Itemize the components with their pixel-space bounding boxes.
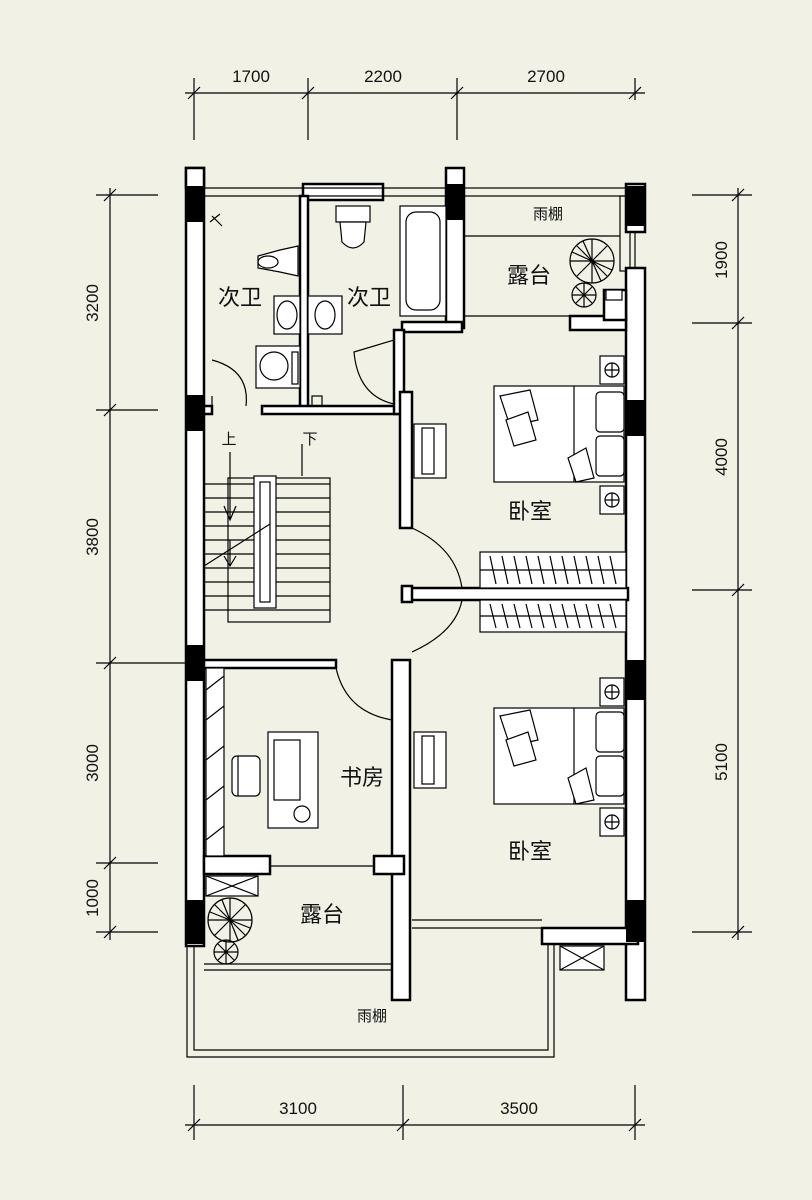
left-dimension-line xyxy=(96,188,185,940)
exterior-walls xyxy=(184,166,647,1002)
upper-bedroom-furniture xyxy=(413,355,625,515)
stair-down-label: 下 xyxy=(302,430,317,448)
wardrobe-lower xyxy=(479,599,627,633)
dim-top-3: 2700 xyxy=(527,67,565,86)
hall-door-swings xyxy=(335,527,463,721)
left-bathroom-fixtures xyxy=(209,213,301,410)
room-label-bedroom-lower: 卧室 xyxy=(508,840,552,865)
room-label-terrace-top: 露台 xyxy=(507,264,551,289)
interior-walls xyxy=(202,194,630,876)
structural-columns xyxy=(186,184,645,944)
staircase xyxy=(203,444,331,623)
room-label-canopy-bottom: 雨棚 xyxy=(357,1007,387,1025)
lower-bedroom-furniture xyxy=(413,677,625,971)
right-dimension-line xyxy=(692,188,752,940)
room-label-bath-right: 次卫 xyxy=(347,286,391,311)
dim-top-1: 1700 xyxy=(232,67,270,86)
dim-left-1: 3200 xyxy=(83,284,102,322)
dim-bottom-1: 3100 xyxy=(279,1099,317,1118)
terrace-top-plant xyxy=(464,235,623,317)
bottom-canopy-outline xyxy=(186,945,555,1058)
dim-right-3: 5100 xyxy=(712,743,731,781)
top-dimension-line xyxy=(185,78,645,140)
top-window-lines xyxy=(204,187,636,929)
top-canopy-outline xyxy=(462,187,636,272)
room-label-canopy-top: 雨棚 xyxy=(533,205,563,223)
wardrobe-upper xyxy=(479,551,627,589)
dim-bottom-2: 3500 xyxy=(500,1099,538,1118)
bottom-terrace-details xyxy=(204,875,392,971)
right-bathroom-fixtures xyxy=(307,205,447,407)
study-furniture xyxy=(205,667,374,867)
room-label-bedroom-upper: 卧室 xyxy=(508,500,552,525)
room-label-study: 书房 xyxy=(340,766,384,791)
dim-right-2: 4000 xyxy=(712,438,731,476)
room-label-terrace-bottom: 露台 xyxy=(300,903,344,928)
dim-right-1: 1900 xyxy=(712,241,731,279)
room-label-bath-left: 次卫 xyxy=(218,286,262,311)
dim-left-3: 3000 xyxy=(83,744,102,782)
dim-left-4: 1000 xyxy=(83,879,102,917)
dim-top-2: 2200 xyxy=(364,67,402,86)
dim-left-2: 3800 xyxy=(83,518,102,556)
bottom-dimension-line xyxy=(185,1085,645,1140)
stair-up-label: 上 xyxy=(221,430,236,448)
